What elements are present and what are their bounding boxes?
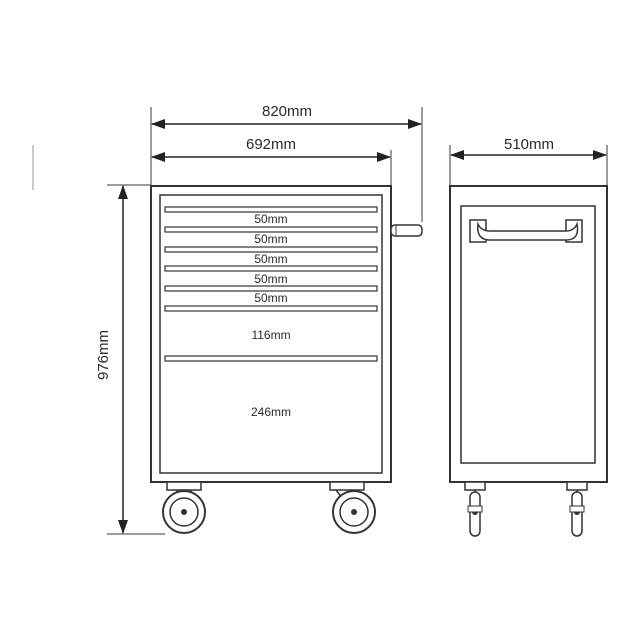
drawer: 50mm (164, 246, 378, 266)
body-width-label: 692mm (246, 136, 296, 153)
side-view (449, 185, 608, 537)
drawer-height-label: 116mm (251, 328, 290, 342)
dimension-overall-width: 820mm (150, 103, 423, 222)
side-left-caster (464, 481, 486, 537)
drawer-rail (164, 305, 378, 312)
drawer-rail (164, 285, 378, 292)
side-handle-grip (469, 219, 583, 243)
side-handle (390, 224, 423, 237)
drawer-rail (164, 226, 378, 233)
drawer-rail (164, 246, 378, 253)
drawer-height-label: 50mm (254, 291, 287, 305)
side-inner (460, 205, 596, 464)
drawer-height-label: 50mm (254, 252, 287, 266)
drawer: 50mm (164, 285, 378, 305)
drawer-rail (164, 355, 378, 362)
depth-label: 510mm (504, 136, 554, 153)
drawer: 50mm (164, 206, 378, 226)
dimension-body-width: 692mm (151, 136, 392, 185)
side-outer (449, 185, 608, 483)
drawer-height-label: 50mm (254, 272, 287, 286)
drawer: 246mm (164, 355, 378, 419)
overall-width-label: 820mm (262, 103, 312, 120)
height-label: 976mm (95, 330, 112, 380)
front-view: 50mm 50mm 50mm 50mm 50mm 116mm 246mm (150, 185, 423, 534)
drawer: 50mm (164, 226, 378, 246)
front-left-caster (162, 481, 206, 534)
cabinet-inner (159, 194, 383, 474)
dimension-height: 976mm (95, 184, 165, 535)
front-right-caster (329, 481, 376, 534)
drawer-height-label: 50mm (254, 212, 287, 226)
drawer-rail (164, 265, 378, 272)
dimension-depth: 510mm (449, 136, 608, 185)
drawer: 50mm (164, 265, 378, 286)
drawer: 116mm (164, 305, 378, 342)
cabinet-outer (150, 185, 392, 483)
drawer-rail (164, 206, 378, 213)
side-right-caster (566, 481, 588, 537)
drawer-height-label: 246mm (251, 405, 291, 419)
drawer-height-label: 50mm (254, 232, 287, 246)
